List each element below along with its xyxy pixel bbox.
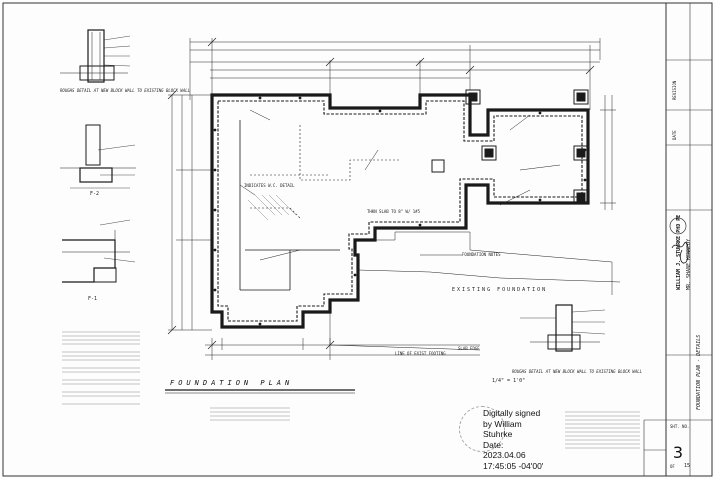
- signature-text: Digitally signed by William Stuhrke Date…: [483, 408, 543, 471]
- signature-line-1: Digitally signed: [483, 408, 541, 418]
- hatch-region: [247, 194, 297, 221]
- bottom-notes-lines: [210, 407, 640, 449]
- detail-title-right: ROUGHS DETAIL AT NEW BLOCK WALL TO EXIST…: [512, 369, 643, 374]
- leader-lines: [239, 109, 621, 351]
- detail-bottom-right: [520, 304, 606, 352]
- thick-slab-note: THKN SLAB TO 8" W/ 1#5: [367, 209, 420, 214]
- line-of-existing-footing-label: LINE OF EXIST FOOTING: [395, 351, 446, 356]
- sheet-total: 15: [684, 463, 691, 469]
- revision-label: REVISION: [672, 80, 677, 100]
- date-label: DATE: [672, 130, 677, 140]
- detail-f2: [60, 124, 136, 189]
- detail-f1: [62, 219, 136, 283]
- signature-line-2: by William: [483, 418, 522, 429]
- existing-foundation-label: EXISTING FOUNDATION: [452, 287, 548, 293]
- signature-line-6: 17:45:05 -04'00': [483, 460, 544, 471]
- wc-detail-note: INDICATES W.C. DETAIL: [244, 183, 295, 188]
- dimension-ticks: [167, 37, 595, 350]
- general-notes-lines: [62, 331, 140, 405]
- signature-line-4: Date:: [483, 439, 504, 450]
- signature-seal-icon: [459, 406, 505, 452]
- foundation-notes-heading: FOUNDATION NOTES: [462, 252, 501, 257]
- foundation-walls: [210, 93, 590, 329]
- detail-top-left: [60, 29, 131, 83]
- detail-label-f1: F-1: [88, 296, 98, 302]
- signature-line-5: 2023.04.06: [483, 450, 526, 460]
- plan-scale: 1/4" = 1'0": [492, 378, 526, 384]
- sheet-title: FOUNDATION PLAN - DETAILS: [696, 334, 702, 410]
- engineer-signature-scrawl: [671, 241, 689, 264]
- detail-title-top: ROUGHS DETAIL AT NEW BLOCK WALL TO EXIST…: [60, 88, 191, 93]
- rebar-markers: [213, 96, 587, 326]
- detail-label-f2: F-2: [90, 191, 100, 197]
- sheet-label: SHT. NO.: [670, 424, 690, 429]
- digital-signature: Digitally signed by William Stuhrke Date…: [459, 406, 545, 471]
- column-pads: [431, 89, 589, 205]
- engineer-seal-mark: [669, 217, 687, 235]
- dimension-lines: [168, 38, 616, 360]
- project-name: MR. SHANE KENNEDY: [686, 238, 692, 290]
- sheet-number-glyph: 3: [673, 443, 683, 462]
- plan-title: FOUNDATION PLAN: [170, 379, 294, 387]
- engineer-name: WILLIAM J. STUHRKE PHD PE: [676, 214, 682, 290]
- sheet-of-label: OF: [670, 464, 675, 469]
- slab-edge-label: SLAB EDGE: [458, 346, 480, 351]
- signature-line-3: Stuhrke: [483, 429, 513, 439]
